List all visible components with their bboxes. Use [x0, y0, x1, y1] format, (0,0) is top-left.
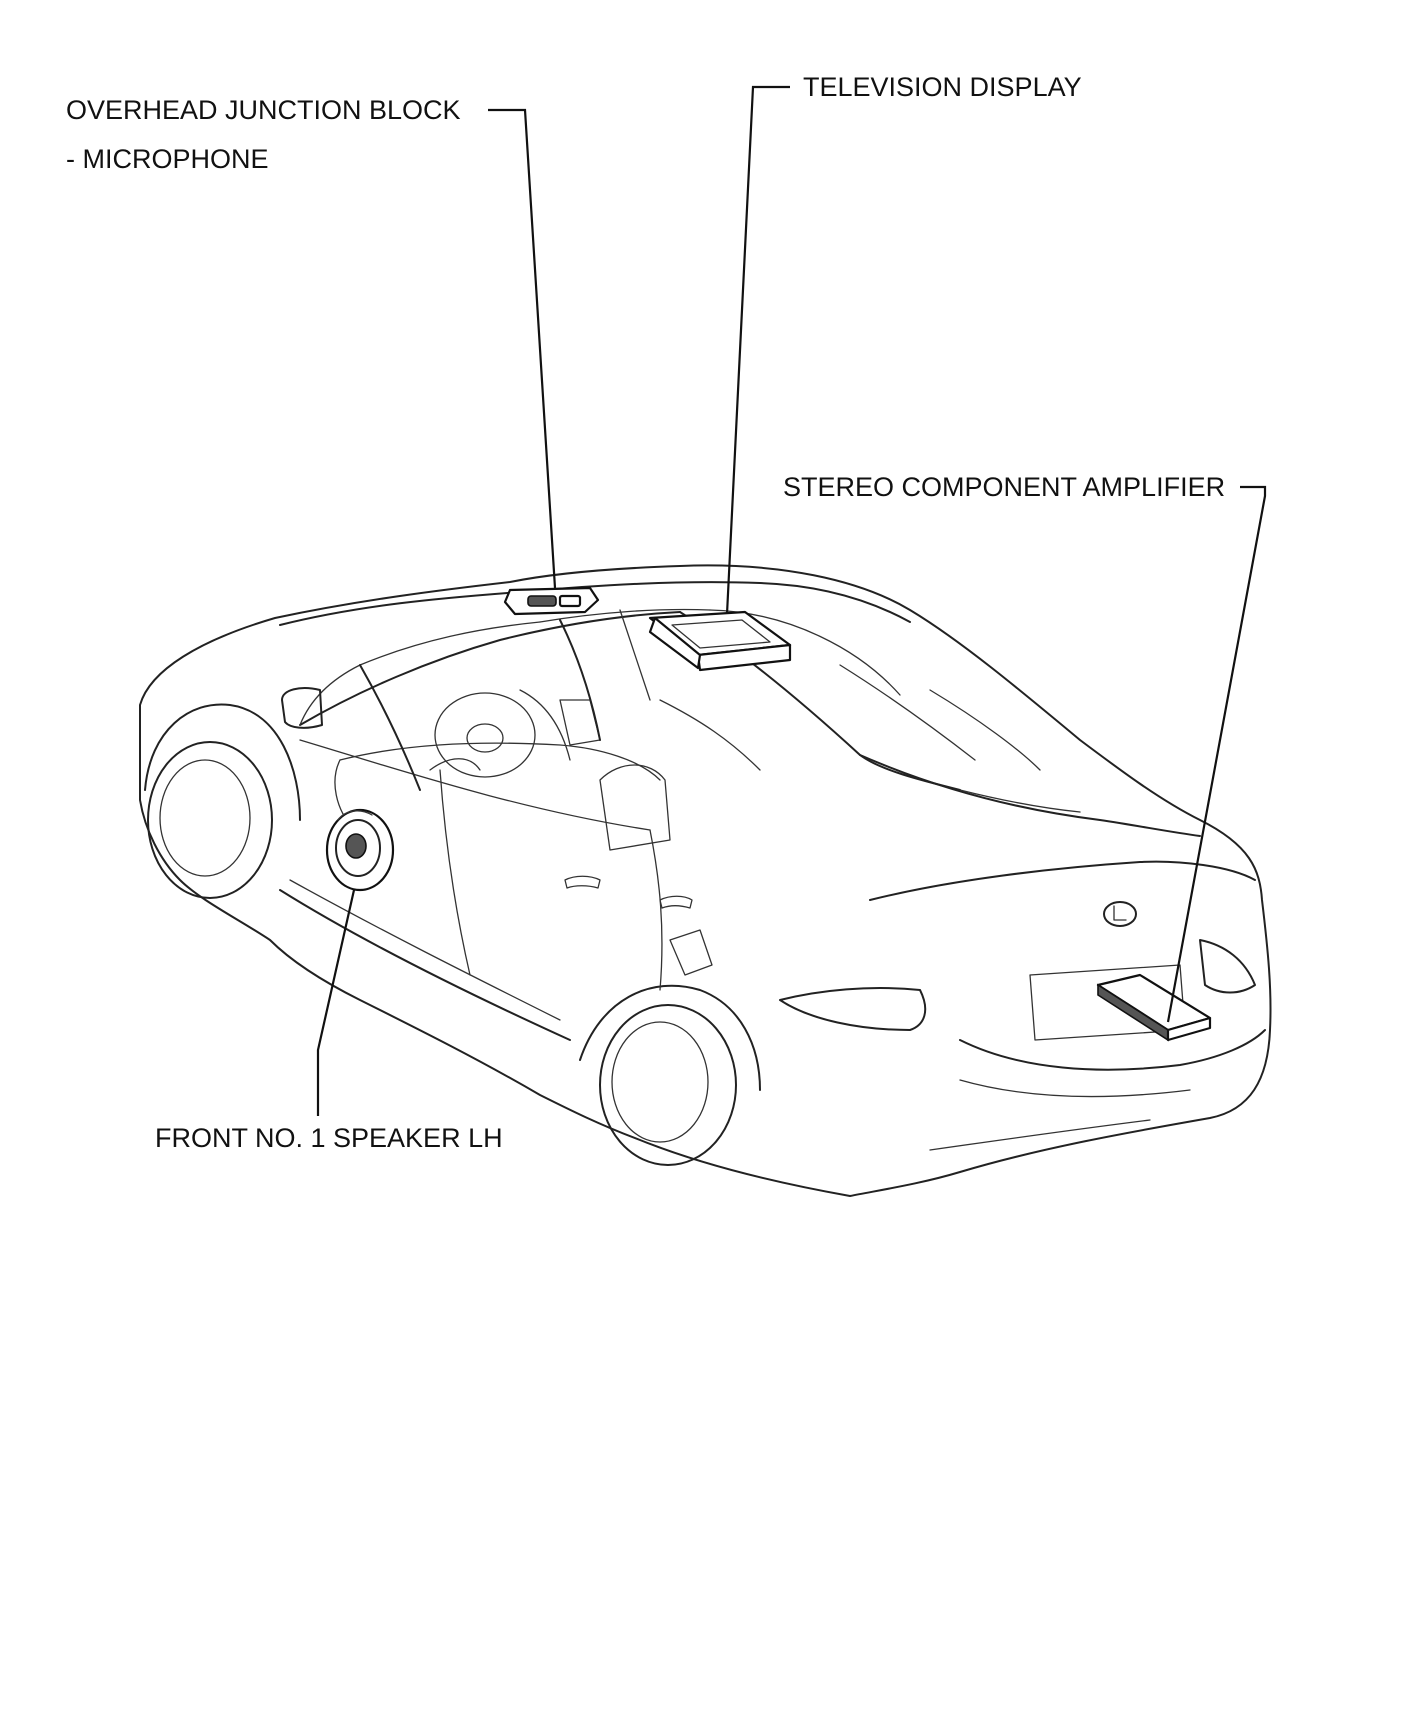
leader-front-speaker [316, 889, 356, 1116]
label-overhead-junction-block: OVERHEAD JUNCTION BLOCK [66, 95, 461, 125]
overhead-junction-block-part [503, 586, 600, 616]
label-front-no1-speaker-lh: FRONT NO. 1 SPEAKER LH [155, 1123, 503, 1153]
stereo-component-amplifier-part [1096, 973, 1212, 1042]
leader-stereo-amplifier [1166, 485, 1267, 1023]
label-stereo-component-amplifier: STEREO COMPONENT AMPLIFIER [783, 472, 1225, 502]
leader-lines [316, 85, 1267, 1116]
television-display-part [648, 610, 792, 672]
label-microphone: - MICROPHONE [66, 144, 269, 174]
front-speaker-lh-part [325, 808, 395, 892]
label-television-display: TELEVISION DISPLAY [803, 72, 1082, 102]
leader-television-display [725, 85, 790, 615]
leader-overhead-junction-block [488, 108, 557, 589]
